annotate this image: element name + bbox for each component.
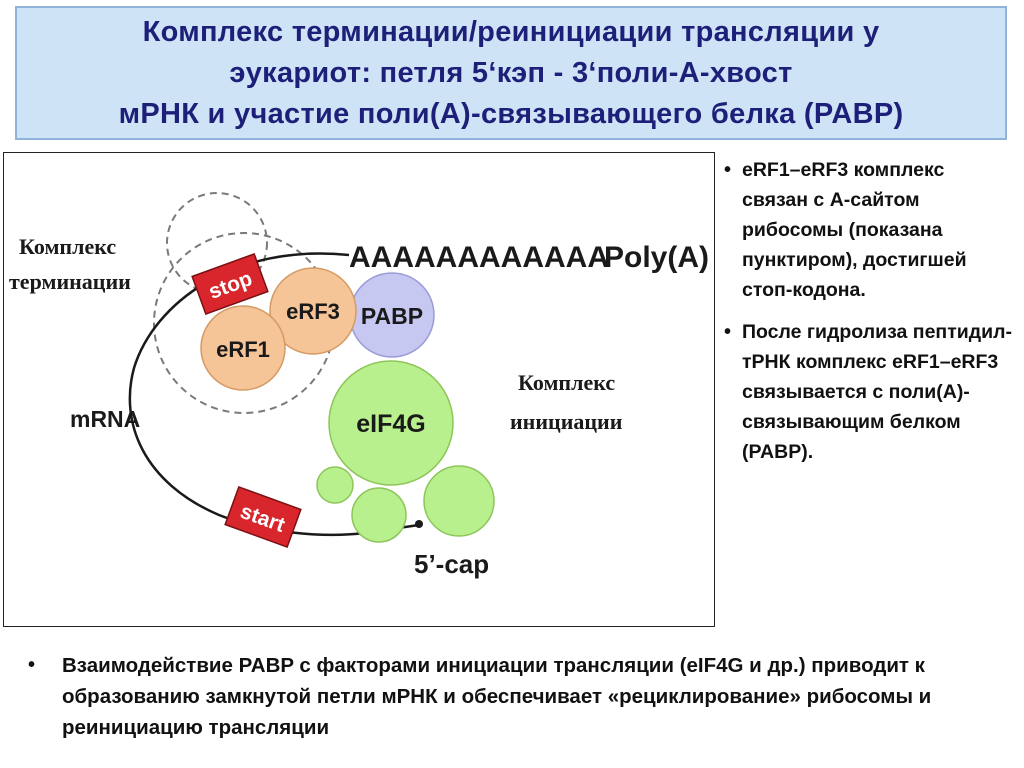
title-line-1: Комплекс терминации/реинициации трансляц… xyxy=(17,12,1005,53)
translation-loop-diagram: stop start AAAAAAAAAAAA Poly(A) eRF3 eRF… xyxy=(4,153,716,628)
cap-dot xyxy=(415,520,423,528)
title-line-2: эукариот: петля 5‘кэп - 3‘поли-А-хвост xyxy=(17,53,1005,94)
eif4g-label: eIF4G xyxy=(356,410,425,438)
pabp-label: PABP xyxy=(361,303,423,329)
bottom-bullet-list: Взаимодействие PABP с факторами инициаци… xyxy=(24,650,1014,743)
title-line-3: мРНК и участие поли(А)-связывающего белк… xyxy=(17,94,1005,135)
erf1-label: eRF1 xyxy=(216,337,270,362)
start-sign: start xyxy=(225,487,301,547)
side-bullet-list: eRF1–eRF3 комплекс связан с А-сайтом риб… xyxy=(722,155,1012,479)
stop-sign: stop xyxy=(192,254,268,314)
side-bullet-1: eRF1–eRF3 комплекс связан с А-сайтом риб… xyxy=(722,155,1012,305)
eif4g-bead-left xyxy=(317,467,353,503)
eif4g-bead-middle xyxy=(352,488,406,542)
erf3-label: eRF3 xyxy=(286,299,340,324)
initiation-label-line-2: инициации xyxy=(510,409,623,434)
title-banner: Комплекс терминации/реинициации трансляц… xyxy=(15,6,1007,140)
termination-label-line-2: терминации xyxy=(9,269,131,294)
polya-sequence: AAAAAAAAAAAA xyxy=(349,241,609,274)
termination-label-line-1: Комплекс xyxy=(19,234,116,259)
diagram-frame: stop start AAAAAAAAAAAA Poly(A) eRF3 eRF… xyxy=(3,152,715,627)
mrna-label: mRNA xyxy=(70,406,140,432)
polya-label: Poly(A) xyxy=(604,241,709,274)
side-bullet-2: После гидролиза пептидил-тРНК комплекс e… xyxy=(722,317,1012,467)
bottom-bullet-1: Взаимодействие PABP с факторами инициаци… xyxy=(24,650,1014,743)
initiation-label-line-1: Комплекс xyxy=(518,370,615,395)
eif4g-bead-right xyxy=(424,466,494,536)
cap-label: 5’-cap xyxy=(414,549,489,579)
